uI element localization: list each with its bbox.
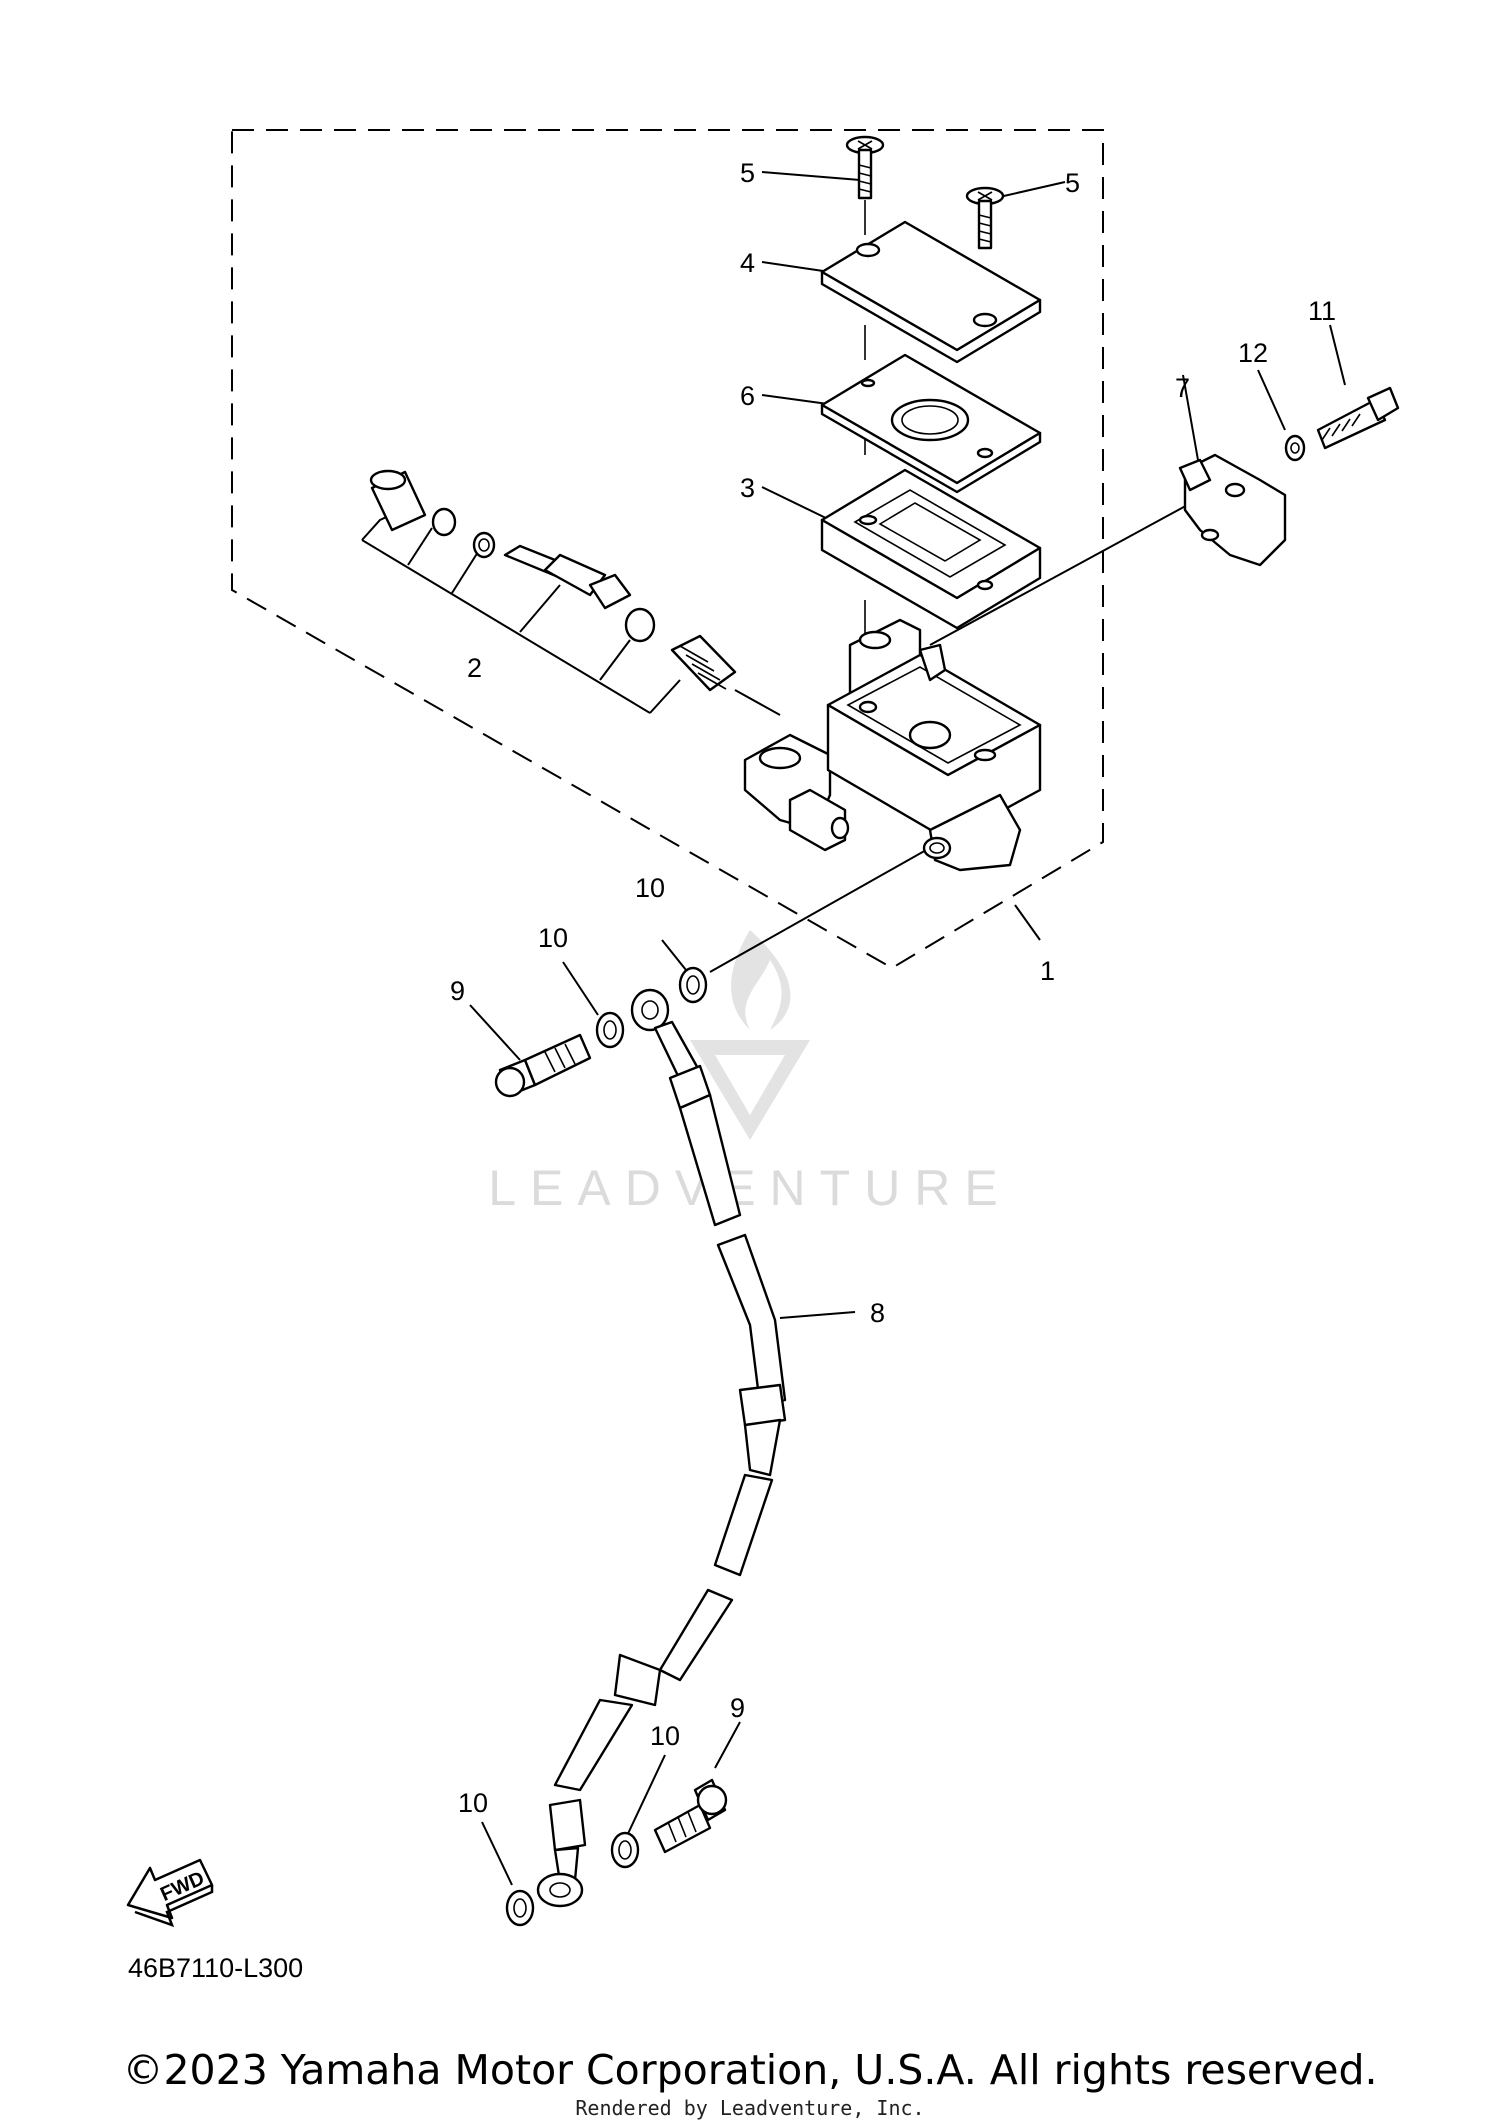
screw-part-5-a <box>845 135 885 200</box>
callout-2: 2 <box>467 653 482 683</box>
assembly-boundary <box>231 129 1104 970</box>
callout-7: 7 <box>1175 373 1190 403</box>
callout-9-lower: 9 <box>730 1693 745 1723</box>
reservoir-insert-part-3 <box>820 468 1042 630</box>
callout-6: 6 <box>740 381 755 411</box>
callout-10-b: 10 <box>538 923 568 953</box>
washer-part-10-c <box>610 1831 640 1869</box>
callout-8: 8 <box>870 1298 885 1328</box>
banjo-bolt-part-9-a <box>494 1033 592 1098</box>
washer-part-10-a <box>678 966 708 1004</box>
callout-3: 3 <box>740 473 755 503</box>
bolt-part-11 <box>1316 386 1400 450</box>
callout-1: 1 <box>1040 956 1055 986</box>
reservoir-cap-part-4 <box>820 220 1042 364</box>
watermark-text: LEADVENTURE <box>488 1160 1012 1216</box>
bracket-part-7 <box>1178 453 1287 567</box>
callout-10-c: 10 <box>650 1721 680 1751</box>
copyright-notice: ©2023 Yamaha Motor Corporation, U.S.A. A… <box>122 2046 1378 2094</box>
callout-labels: 1 2 3 4 5 5 6 7 8 9 9 10 10 10 10 11 12 <box>450 158 1336 1818</box>
watermark-v-icon <box>690 1040 810 1140</box>
watermark-flame-icon <box>731 930 791 1030</box>
callout-10-a: 10 <box>635 873 665 903</box>
part-code: 46B7110-L300 <box>128 1953 303 1983</box>
watermark: LEADVENTURE <box>488 930 1012 1216</box>
banjo-bolt-part-9-b <box>653 1778 728 1854</box>
callout-5-right: 5 <box>1065 168 1080 198</box>
leader-lines <box>361 171 1346 1886</box>
piston-assembly-part-2 <box>369 469 737 692</box>
callout-12: 12 <box>1238 338 1268 368</box>
washer-part-12 <box>1284 434 1306 462</box>
washer-part-10-d <box>505 1889 535 1927</box>
master-cylinder-body-part-1 <box>743 618 1042 872</box>
brake-hose-part-8 <box>536 988 787 1908</box>
callout-4: 4 <box>740 248 755 278</box>
fwd-arrow-icon: FWD <box>126 1858 214 1928</box>
callout-5-left: 5 <box>740 158 755 188</box>
rendered-by: Rendered by Leadventure, Inc. <box>575 2096 925 2120</box>
callout-9-upper: 9 <box>450 976 465 1006</box>
diaphragm-part-6 <box>820 353 1042 494</box>
washer-part-10-b <box>595 1011 625 1049</box>
screw-part-5-b <box>965 186 1005 250</box>
callout-10-d: 10 <box>458 1788 488 1818</box>
callout-11: 11 <box>1308 296 1336 326</box>
